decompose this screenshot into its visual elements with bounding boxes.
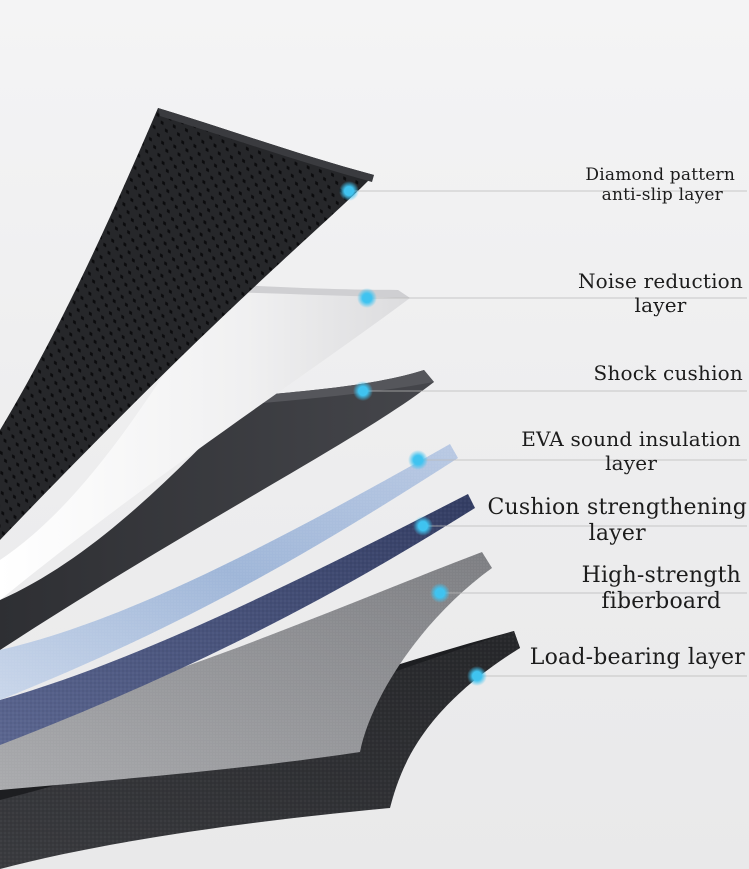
marker-dot-fiber [436, 589, 444, 597]
label-diamond-line-2: anti-slip layer [585, 185, 735, 205]
label-noise: Noise reduction layer [578, 269, 743, 317]
marker-dot-load [473, 672, 481, 680]
label-noise-line-1: Noise reduction [578, 269, 743, 293]
label-cushion-line-1: Cushion strengthening [487, 495, 747, 521]
label-fiber-line-1: High-strength [582, 563, 741, 589]
label-fiber-line-2: fiberboard [582, 589, 741, 615]
marker-dot-diamond [345, 187, 353, 195]
marker-dot-noise [363, 294, 371, 302]
marker-dot-eva [414, 456, 422, 464]
label-eva: EVA sound insulation layer [521, 427, 741, 475]
label-eva-line-1: EVA sound insulation [521, 427, 741, 451]
label-cushion: Cushion strengthening layer [487, 495, 747, 548]
label-load: Load-bearing layer [530, 645, 745, 671]
label-load-line-1: Load-bearing layer [530, 645, 745, 671]
label-diamond: Diamond pattern anti-slip layer [585, 165, 735, 206]
marker-dot-cushion [419, 522, 427, 530]
label-shock: Shock cushion [594, 361, 743, 385]
marker-dot-shock [359, 387, 367, 395]
label-fiber: High-strength fiberboard [582, 563, 741, 616]
label-noise-line-2: layer [578, 293, 743, 317]
label-shock-line-1: Shock cushion [594, 361, 743, 385]
label-eva-line-2: layer [521, 451, 741, 475]
label-diamond-line-1: Diamond pattern [585, 165, 735, 185]
label-cushion-line-2: layer [487, 521, 747, 547]
